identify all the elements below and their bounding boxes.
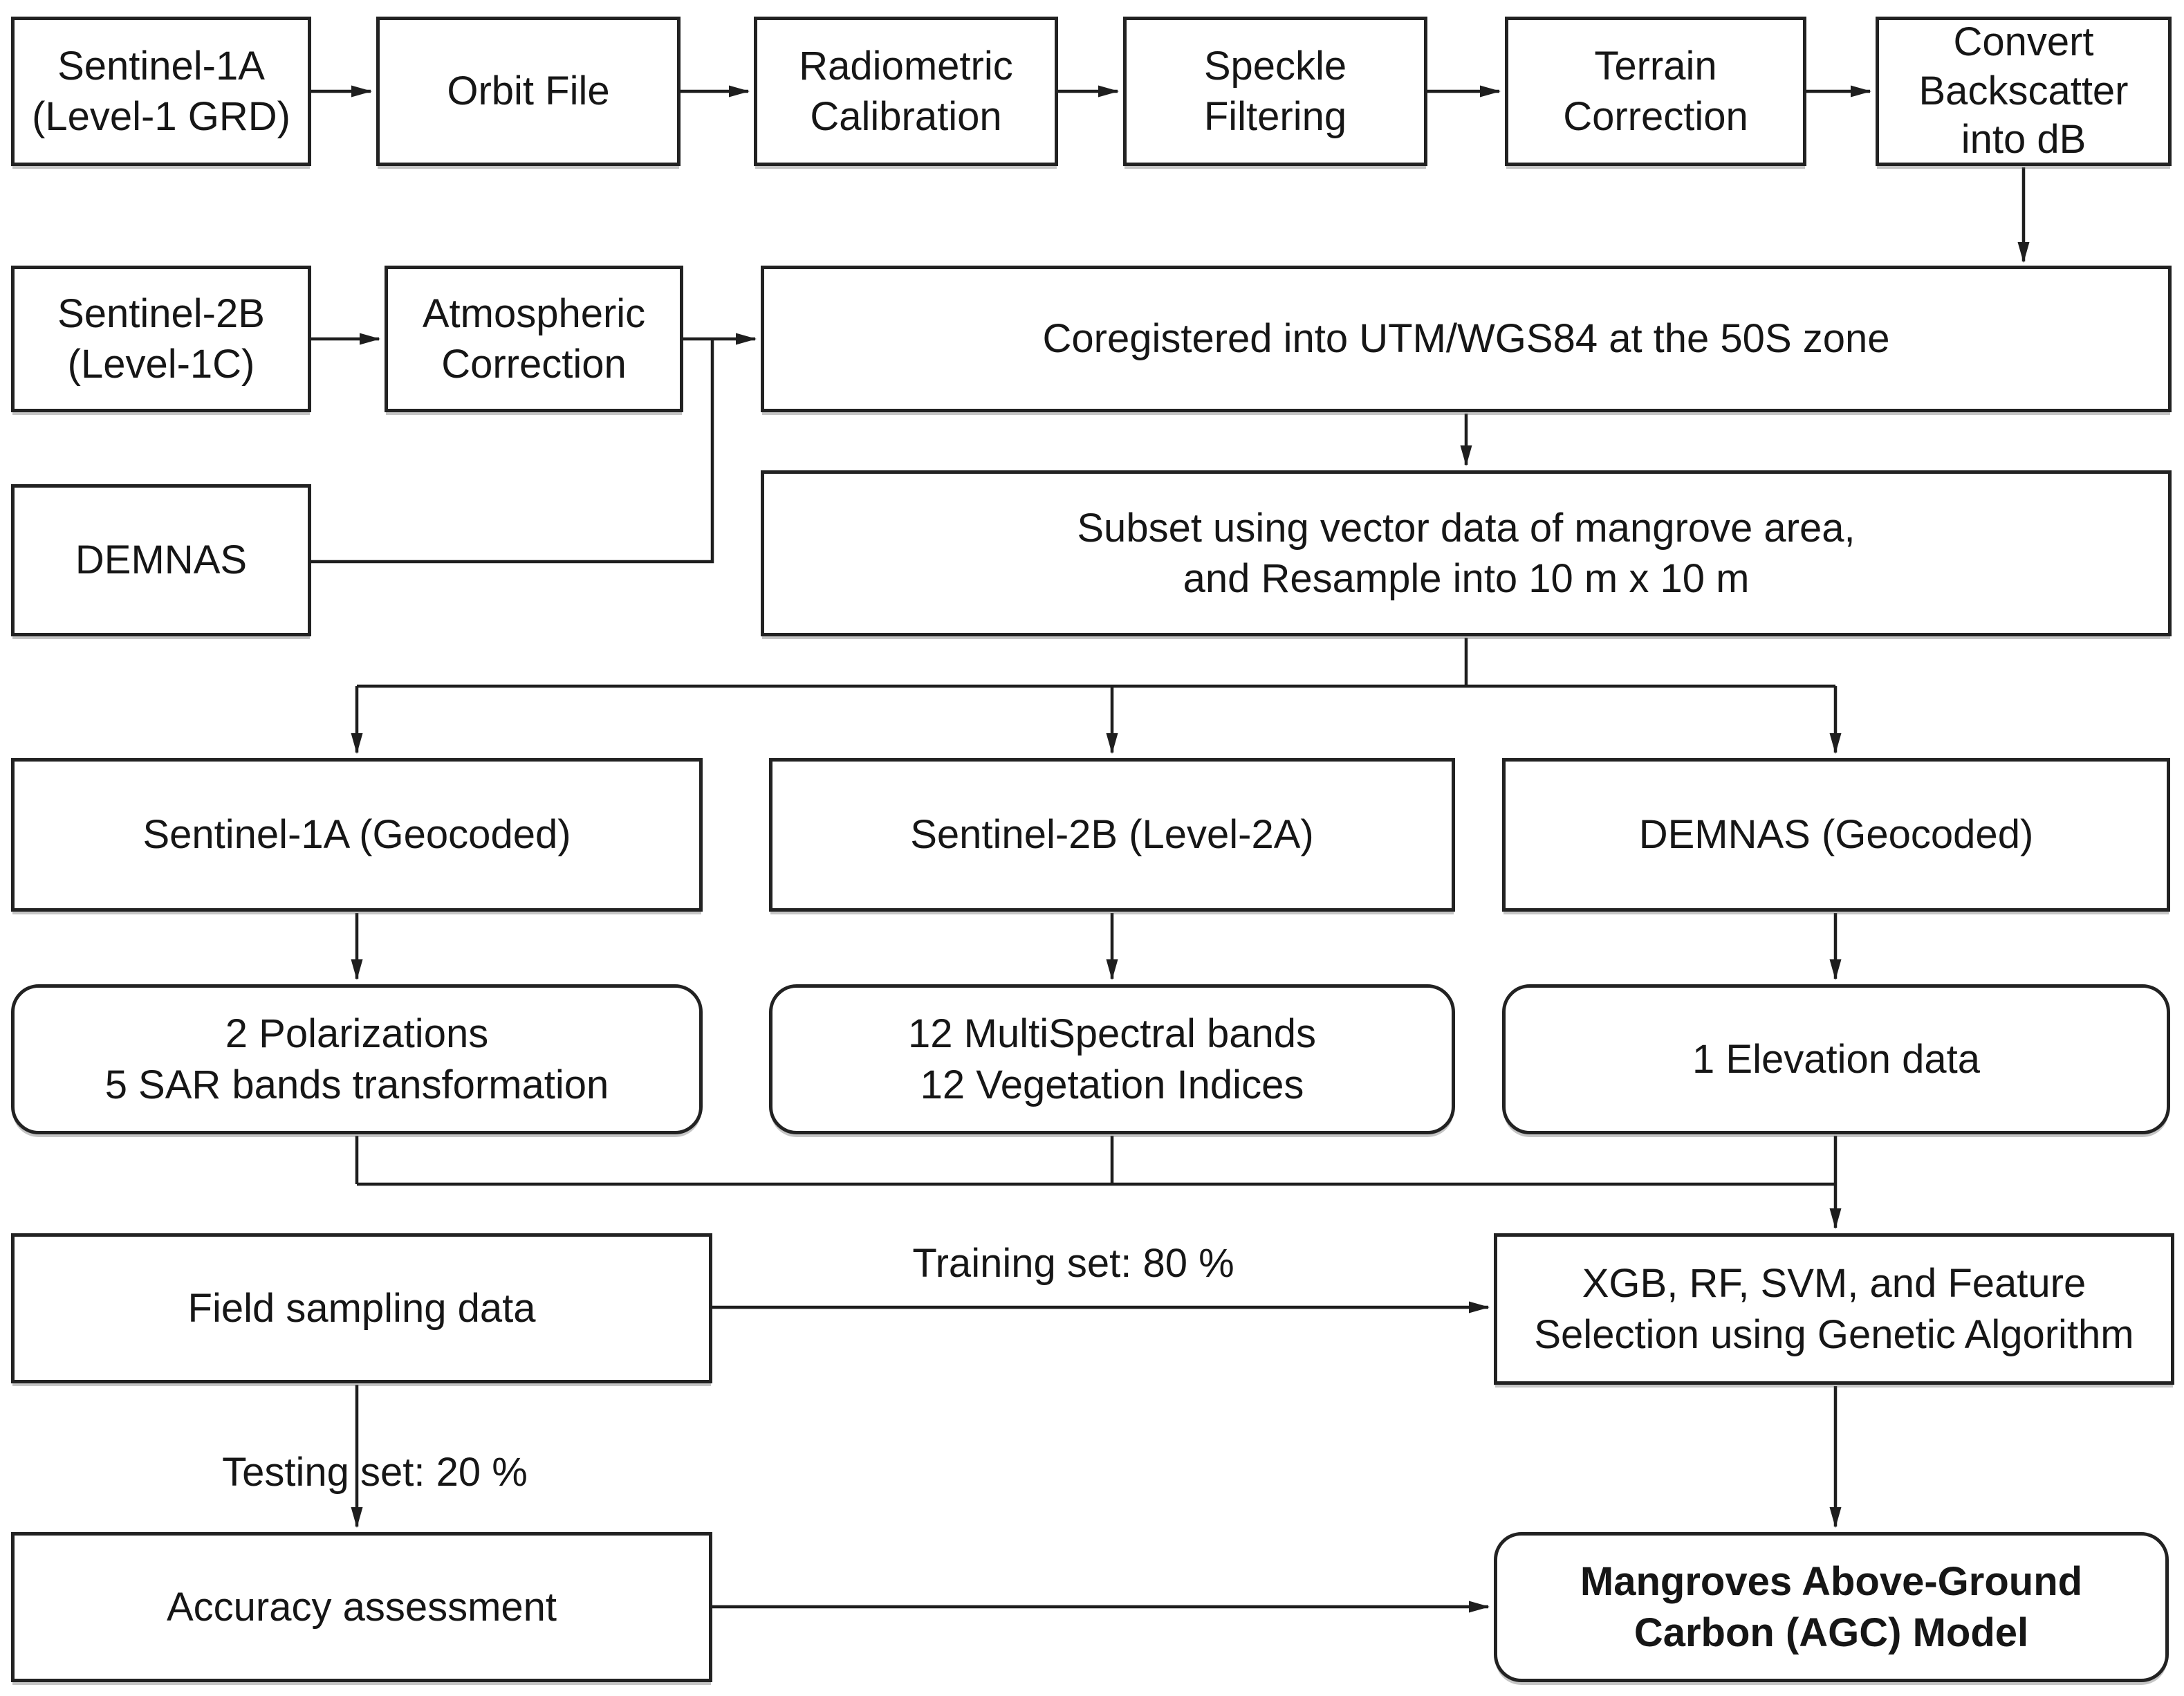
node-ml-models: XGB, RF, SVM, and Feature Selection usin… bbox=[1494, 1233, 2174, 1385]
node-s2b-l2a-label: Sentinel-2B (Level-2A) bbox=[910, 812, 1314, 858]
node-accuracy-assessment: Accuracy assessment bbox=[11, 1532, 712, 1682]
node-terrain-correction-label: Terrain Correction bbox=[1563, 43, 1748, 139]
edge-label-testing-set: Testing set: 20 % bbox=[222, 1450, 528, 1495]
node-atmospheric-correction: Atmospheric Correction bbox=[385, 266, 683, 412]
node-demnas-geocoded-label: DEMNAS (Geocoded) bbox=[1638, 812, 2034, 858]
node-coregistered-label: Coregistered into UTM/WGS84 at the 50S z… bbox=[1042, 316, 1890, 362]
node-radiometric-calibration: Radiometric Calibration bbox=[754, 17, 1058, 166]
edge-feature-collector bbox=[355, 1136, 1835, 1186]
node-accuracy-assessment-label: Accuracy assessment bbox=[166, 1584, 557, 1630]
node-sentinel-2b-l1c: Sentinel-2B (Level-1C) bbox=[11, 266, 311, 412]
node-multispectral: 12 MultiSpectral bands 12 Vegetation Ind… bbox=[769, 984, 1455, 1134]
edge-label-training-set: Training set: 80 % bbox=[912, 1241, 1234, 1286]
node-agc-model: Mangroves Above-Ground Carbon (AGC) Mode… bbox=[1494, 1532, 2169, 1682]
node-sentinel-1a-grd-label: Sentinel-1A (Level-1 GRD) bbox=[32, 43, 290, 139]
node-subset-resample: Subset using vector data of mangrove are… bbox=[761, 470, 2172, 636]
node-radiometric-calibration-label: Radiometric Calibration bbox=[799, 43, 1013, 139]
node-ml-models-label: XGB, RF, SVM, and Feature Selection usin… bbox=[1534, 1261, 2134, 1357]
node-atmospheric-correction-label: Atmospheric Correction bbox=[422, 291, 646, 387]
node-speckle-filtering: Speckle Filtering bbox=[1123, 17, 1427, 166]
node-orbit-file-label: Orbit File bbox=[447, 68, 610, 114]
node-polarizations-label: 2 Polarizations 5 SAR bands transformati… bbox=[104, 1011, 609, 1107]
node-demnas-label: DEMNAS bbox=[75, 537, 248, 583]
node-subset-resample-label: Subset using vector data of mangrove are… bbox=[1077, 505, 1856, 601]
edge-subset-branch-trunk bbox=[357, 638, 1835, 688]
node-s1a-geocoded: Sentinel-1A (Geocoded) bbox=[11, 758, 703, 912]
node-coregistered: Coregistered into UTM/WGS84 at the 50S z… bbox=[761, 266, 2172, 412]
node-s1a-geocoded-label: Sentinel-1A (Geocoded) bbox=[142, 812, 571, 858]
node-terrain-correction: Terrain Correction bbox=[1505, 17, 1806, 166]
node-sentinel-1a-grd: Sentinel-1A (Level-1 GRD) bbox=[11, 17, 311, 166]
node-orbit-file: Orbit File bbox=[376, 17, 681, 166]
node-s2b-l2a: Sentinel-2B (Level-2A) bbox=[769, 758, 1455, 912]
node-elevation: 1 Elevation data bbox=[1502, 984, 2170, 1134]
node-convert-backscatter-db-label: Convert Backscatter into dB bbox=[1918, 19, 2129, 163]
node-speckle-filtering-label: Speckle Filtering bbox=[1203, 43, 1347, 139]
node-demnas: DEMNAS bbox=[11, 484, 311, 636]
edge-demnas-to-coregistered bbox=[311, 340, 714, 564]
node-demnas-geocoded: DEMNAS (Geocoded) bbox=[1502, 758, 2170, 912]
node-sentinel-2b-l1c-label: Sentinel-2B (Level-1C) bbox=[57, 291, 265, 387]
node-polarizations: 2 Polarizations 5 SAR bands transformati… bbox=[11, 984, 703, 1134]
node-elevation-label: 1 Elevation data bbox=[1692, 1036, 1980, 1082]
node-agc-model-label: Mangroves Above-Ground Carbon (AGC) Mode… bbox=[1580, 1559, 2083, 1655]
node-field-sampling: Field sampling data bbox=[11, 1233, 712, 1383]
node-multispectral-label: 12 MultiSpectral bands 12 Vegetation Ind… bbox=[908, 1011, 1316, 1107]
node-convert-backscatter-db: Convert Backscatter into dB bbox=[1876, 17, 2172, 166]
node-field-sampling-label: Field sampling data bbox=[187, 1285, 536, 1331]
